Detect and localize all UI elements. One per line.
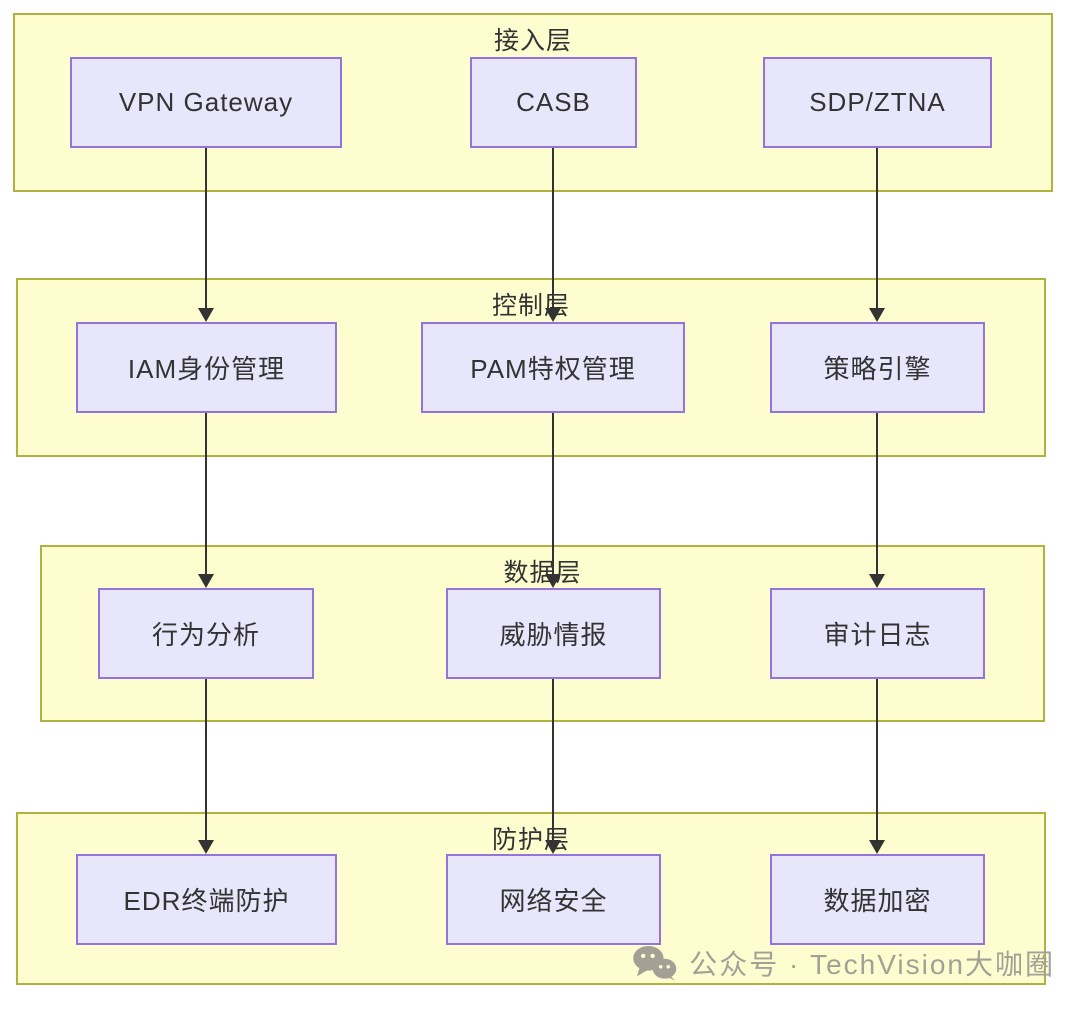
node-vpn-gateway: VPN Gateway [70,57,342,148]
node-threat-intel: 威胁情报 [446,588,661,679]
node-audit-log: 审计日志 [770,588,985,679]
node-pam: PAM特权管理 [421,322,685,413]
node-iam: IAM身份管理 [76,322,337,413]
arrow-casb-to-pam [552,148,554,310]
layer-access-title: 接入层 [493,27,572,55]
arrowhead-icon [545,840,561,854]
wechat-icon [633,945,677,981]
layer-data-title: 数据层 [503,559,582,587]
arrow-audit-to-encrypt [876,679,878,842]
arrowhead-icon [198,574,214,588]
arrowhead-icon [545,308,561,322]
layer-protection-title: 防护层 [491,826,570,854]
arrow-pam-to-threat [552,413,554,576]
arrow-sdp-to-policy [876,148,878,310]
node-casb: CASB [470,57,637,148]
watermark-text: 公众号 · TechVision大咖圈 [689,949,1055,980]
arrowhead-icon [869,840,885,854]
watermark: 公众号 · TechVision大咖圈 [631,943,1055,983]
arrow-behavior-to-edr [205,679,207,842]
node-network-security: 网络安全 [446,854,661,945]
arrowhead-icon [869,308,885,322]
arrowhead-icon [545,574,561,588]
arrowhead-icon [869,574,885,588]
node-data-encryption: 数据加密 [770,854,985,945]
node-policy-engine: 策略引擎 [770,322,985,413]
arrowhead-icon [198,840,214,854]
arrow-vpn-to-iam [205,148,207,310]
arrow-threat-to-network [552,679,554,842]
arrowhead-icon [198,308,214,322]
arrow-iam-to-behavior [205,413,207,576]
node-edr: EDR终端防护 [76,854,337,945]
arrow-policy-to-audit [876,413,878,576]
node-sdp-ztna: SDP/ZTNA [763,57,992,148]
node-behavior-analysis: 行为分析 [98,588,314,679]
layer-control-title: 控制层 [491,292,570,320]
